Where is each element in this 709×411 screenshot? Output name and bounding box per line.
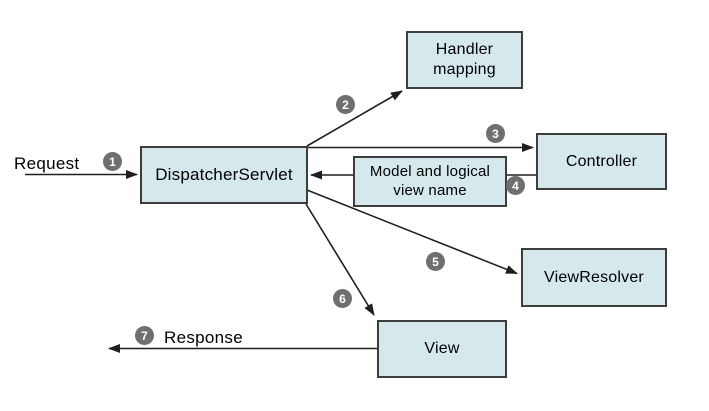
node-controller-label: Controller [565, 152, 638, 170]
node-model-and-logical-view-name: Model and logical view name [353, 156, 507, 207]
node-view-resolver-label: ViewResolver [544, 268, 644, 286]
arrow-to-view [305, 203, 375, 316]
node-view: View [377, 320, 507, 378]
step-badge-5: 5 [426, 252, 445, 271]
node-view-label: View [424, 340, 460, 357]
step-badge-2: 2 [336, 95, 355, 114]
node-handler-mapping: Handler mapping [406, 31, 523, 89]
node-dispatcher-servlet: DispatcherServlet [140, 146, 308, 204]
request-label: Request [14, 154, 80, 173]
step-badge-1: 1 [103, 152, 122, 171]
node-dispatcher-servlet-label: DispatcherServlet [155, 165, 293, 185]
arrow-to-handler-mapping [306, 90, 403, 147]
arrow-to-viewresolver [306, 189, 518, 275]
step-badge-6: 6 [333, 289, 352, 308]
node-handler-mapping-label: Handler mapping [433, 41, 496, 78]
step-badge-4: 4 [506, 176, 525, 195]
node-view-resolver: ViewResolver [521, 248, 667, 307]
step-badge-7: 7 [135, 326, 154, 345]
response-label: Response [164, 328, 243, 347]
node-model-and-logical-view-name-label: Model and logical view name [369, 162, 491, 199]
step-badge-3: 3 [486, 124, 505, 143]
node-controller: Controller [536, 133, 667, 190]
